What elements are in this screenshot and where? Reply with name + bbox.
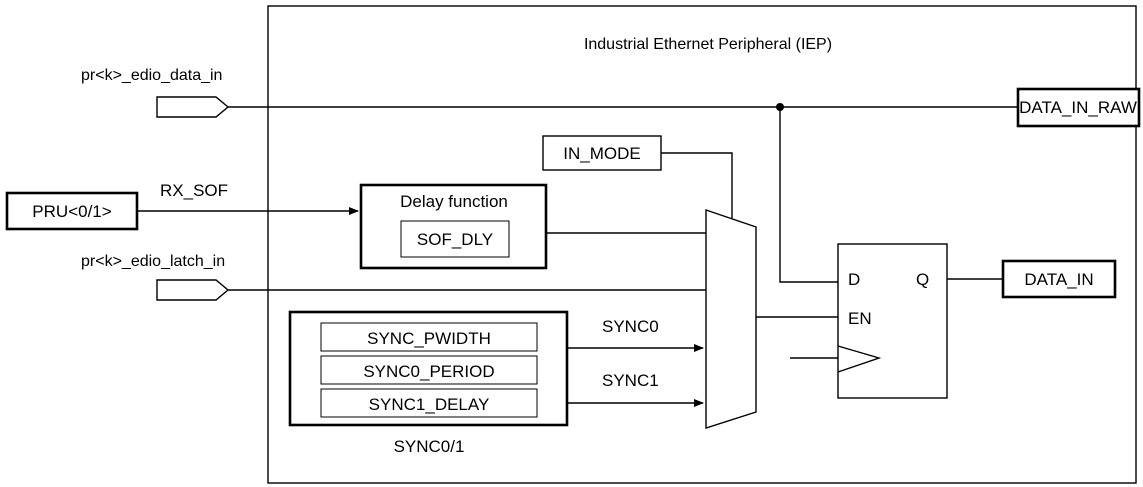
sync1-delay-label: SYNC1_DELAY xyxy=(369,395,490,414)
rx-sof-label: RX_SOF xyxy=(160,181,228,200)
in-mode-label: IN_MODE xyxy=(563,144,640,163)
sync-pwidth-box xyxy=(320,322,538,352)
sync0-label: SYNC0 xyxy=(602,317,659,336)
ff-q-label: Q xyxy=(916,270,929,289)
sync0-period-label: SYNC0_PERIOD xyxy=(363,362,494,381)
multiplexer xyxy=(705,209,757,429)
sync1-delay-box xyxy=(320,388,538,418)
flipflop-box xyxy=(837,243,948,399)
pru-label: PRU<0/1> xyxy=(32,202,111,221)
ff-d-label: D xyxy=(848,270,860,289)
edio-data-in-label: pr<k>_edio_data_in xyxy=(81,67,222,84)
clock-triangle xyxy=(837,345,882,373)
sync-pwidth-label: SYNC_PWIDTH xyxy=(367,329,491,348)
pru-box xyxy=(5,191,139,231)
sof-dly-box xyxy=(400,220,510,258)
sync-group-caption: SYNC0/1 xyxy=(394,437,465,456)
iep-title: Industrial Ethernet Peripheral (IEP) xyxy=(584,36,832,53)
edio-latch-in-port xyxy=(156,279,230,301)
data-to-d-wire xyxy=(779,107,838,283)
ff-en-label: EN xyxy=(848,309,872,328)
data-in-box xyxy=(1001,259,1117,299)
sync0-period-box xyxy=(320,355,538,385)
data-in-raw-box xyxy=(1016,87,1141,128)
in-mode-select-wire xyxy=(661,152,733,219)
sof-dly-label: SOF_DLY xyxy=(417,230,493,249)
iep-frame xyxy=(267,5,1137,484)
edio-latch-in-label: pr<k>_edio_latch_in xyxy=(81,253,225,270)
edio-data-in-port xyxy=(156,96,230,118)
sync1-label: SYNC1 xyxy=(602,371,659,390)
data-in-label: DATA_IN xyxy=(1024,270,1093,289)
delay-function-label: Delay function xyxy=(400,192,508,211)
in-mode-box xyxy=(542,135,662,171)
data-in-raw-label: DATA_IN_RAW xyxy=(1019,98,1137,117)
